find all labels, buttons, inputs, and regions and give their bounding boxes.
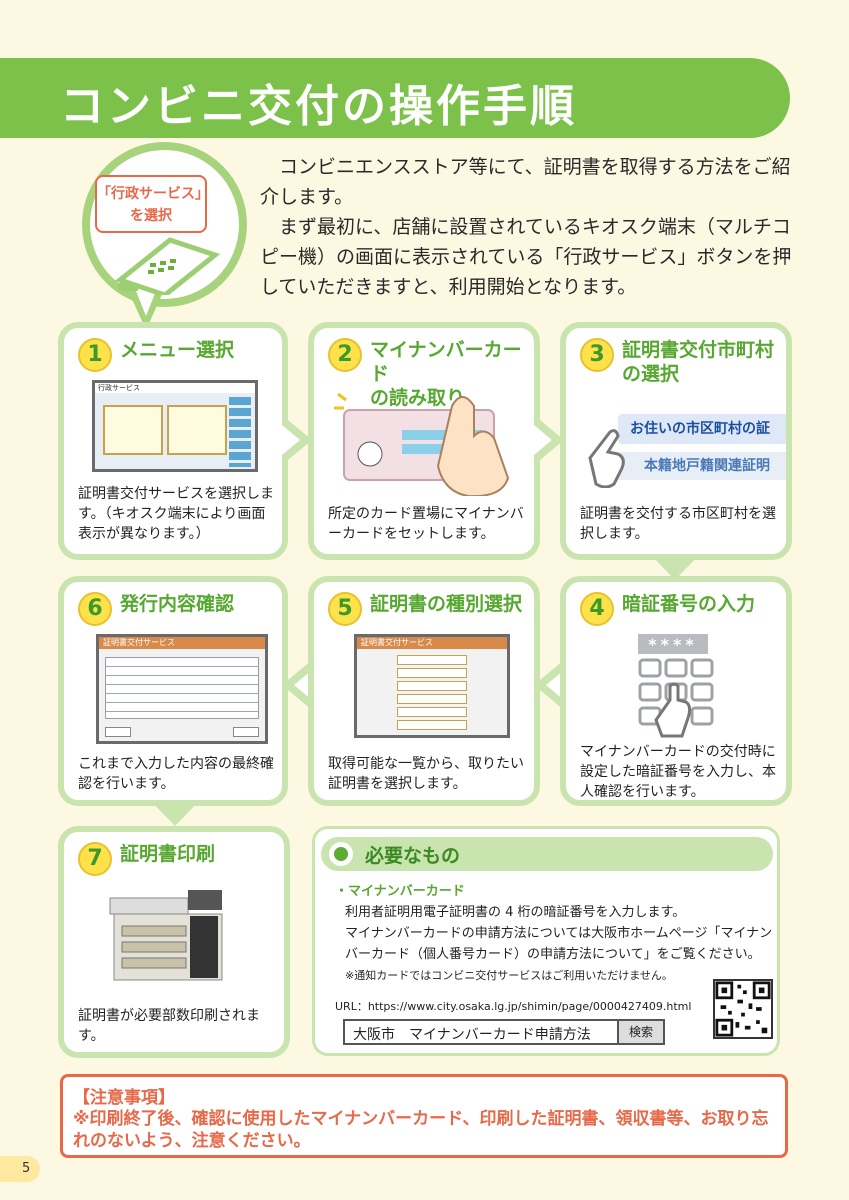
requirements-body: ・マイナンバーカード 利用者証明用電子証明書の 4 桁の暗証番号を入力します。 … — [335, 881, 775, 1017]
municipality-button-2: 本籍地戸籍関連証明 — [618, 452, 786, 480]
requirement-line-2: マイナンバーカードの申請方法については大阪市ホームページ「マイナンバーカード（個… — [345, 926, 773, 962]
screen-title: 証明書交付サービス — [357, 637, 507, 649]
circle-icon — [329, 842, 353, 866]
requirement-item: ・マイナンバーカード — [335, 884, 465, 899]
arrow-left-icon — [534, 660, 564, 710]
step-card-4: 4 暗証番号の入力 **** マイナンバーカードの交付時に設定した暗証番号を入力し… — [560, 576, 792, 806]
screen-title: 行政サービス — [95, 383, 255, 393]
arrow-left-icon — [282, 660, 312, 710]
step-card-1: 1 メニュー選択 行政サービス 証明書交付サービスを選択します。（キオスク端末によ… — [58, 322, 288, 560]
step-title: マイナンバーカード の読み取り — [370, 339, 522, 409]
tag-line2: を選択 — [130, 208, 172, 224]
search-query[interactable]: 大阪市 マイナンバーカード申請方法 — [353, 1027, 591, 1043]
step-desc: 証明書交付サービスを選択します。（キオスク端末により画面表示が異なります。） — [78, 486, 274, 542]
pin-display: **** — [638, 634, 708, 654]
step-title: 証明書印刷 — [120, 843, 216, 865]
arrow-right-icon — [534, 415, 564, 465]
page-number: 5 — [0, 1156, 40, 1182]
requirement-note: ※通知カードではコンビニ交付サービスはご利用いただけません。 — [345, 969, 673, 982]
printer-illustration — [109, 890, 223, 981]
step-desc: 証明書が必要部数印刷されます。 — [78, 1008, 260, 1044]
step-desc: マイナンバーカードの交付時に設定した暗証番号を入力し、本人確認を行います。 — [580, 744, 776, 800]
requirement-line-1: 利用者証明用電子証明書の 4 桁の暗証番号を入力します。 — [345, 905, 686, 920]
qr-code-icon — [713, 979, 773, 1039]
title-bar: コンビニ交付の操作手順 — [0, 58, 790, 138]
step-number: 5 — [328, 592, 362, 626]
step-number: 1 — [78, 338, 112, 372]
municipality-button-1: お住いの市区町村の証 — [618, 414, 786, 444]
step-title: メニュー選択 — [120, 339, 235, 361]
step-desc: 証明書を交付する市区町村を選択します。 — [580, 506, 776, 542]
step-desc: これまで入力した内容の最終確認を行います。 — [78, 756, 274, 792]
tag-line1: 「行政サービス」 — [97, 186, 209, 202]
requirements-box: 必要なもの ・マイナンバーカード 利用者証明用電子証明書の 4 桁の暗証番号を入… — [312, 826, 780, 1056]
kiosk-illustration — [114, 237, 220, 295]
intro-paragraph-1: コンビニエンスストア等にて、証明書を取得する方法をご紹介します。 — [260, 156, 791, 208]
menu-screen-illustration: 行政サービス — [92, 380, 258, 472]
caution-box: 【注意事項】 ※印刷終了後、確認に使用したマイナンバーカード、印刷した証明書、領… — [60, 1074, 788, 1158]
caution-text: ※印刷終了後、確認に使用したマイナンバーカード、印刷した証明書、領収書等、お取り… — [73, 1109, 769, 1151]
step-card-7: 7 証明書印刷 証明書が必要部数印刷されます。 — [58, 826, 290, 1058]
search-box[interactable]: 大阪市 マイナンバーカード申請方法 検索 — [343, 1019, 665, 1045]
step-desc: 所定のカード置場にマイナンバーカードをセットします。 — [328, 506, 524, 542]
certificate-type-screen-illustration: 証明書交付サービス — [354, 634, 510, 738]
page-title: コンビニ交付の操作手順 — [60, 81, 577, 132]
intro-paragraph-2: まず最初に、店舗に設置されているキオスク端末（マルチコピー機）の画面に表示されて… — [260, 216, 792, 298]
step-number: 2 — [328, 338, 362, 372]
intro-text: コンビニエンスストア等にて、証明書を取得する方法をご紹介します。 まず最初に、店… — [260, 152, 792, 302]
search-button[interactable]: 検索 — [617, 1021, 663, 1043]
gyosei-service-tag: 「行政サービス」 を選択 — [95, 175, 209, 233]
step-title: 暗証番号の入力 — [622, 593, 756, 615]
step-card-5: 5 証明書の種別選択 証明書交付サービス 取得可能な一覧から、取りたい証明書を選択… — [308, 576, 540, 806]
requirements-heading: 必要なもの — [365, 845, 461, 867]
step-number: 6 — [78, 592, 112, 626]
requirement-url[interactable]: URL：https://www.city.osaka.lg.jp/shimin/… — [335, 1000, 692, 1013]
caution-heading: 【注意事項】 — [73, 1088, 175, 1108]
arrow-down-icon — [650, 554, 700, 580]
step-desc: 取得可能な一覧から、取りたい証明書を選択します。 — [328, 756, 524, 792]
keypad-icon — [638, 658, 714, 738]
arrow-down-icon — [150, 800, 200, 826]
hand-pointer-icon — [588, 429, 625, 488]
step-title: 発行内容確認 — [120, 593, 235, 615]
step-title: 証明書交付市町村 の選択 — [622, 339, 775, 385]
card-reading-illustration — [334, 392, 510, 496]
step-card-6: 6 発行内容確認 証明書交付サービス これまで入力した内容の最終確認を行います。 — [58, 576, 288, 806]
arrow-right-icon — [282, 415, 312, 465]
requirements-header: 必要なもの — [321, 837, 773, 871]
step-title: 証明書の種別選択 — [370, 593, 523, 615]
step-number: 4 — [580, 592, 614, 626]
confirm-screen-illustration: 証明書交付サービス — [96, 634, 268, 744]
step-number: 7 — [78, 842, 112, 876]
step-number: 3 — [580, 338, 614, 372]
screen-title: 証明書交付サービス — [99, 637, 265, 649]
